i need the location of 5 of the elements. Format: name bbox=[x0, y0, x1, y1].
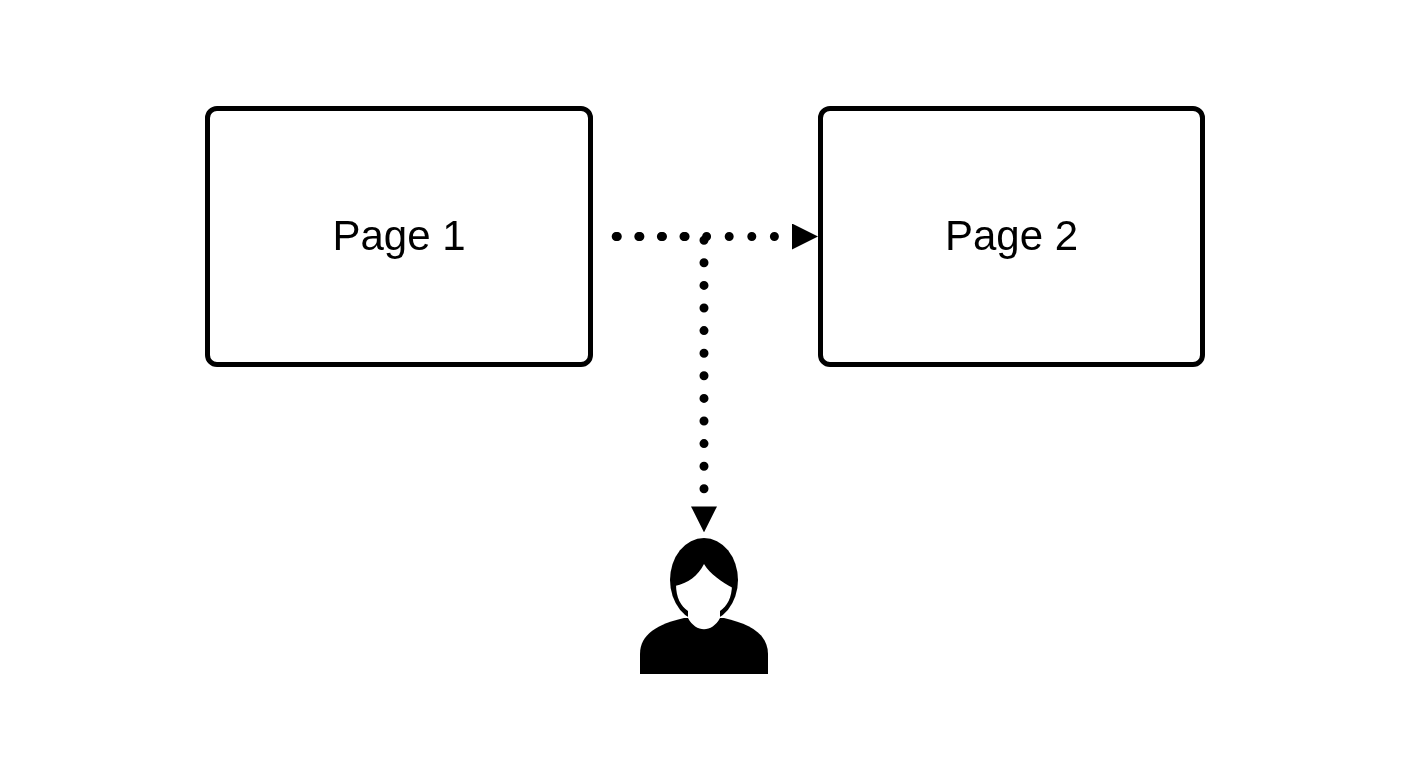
box-label: Page 2 bbox=[944, 211, 1079, 262]
page-box bbox=[205, 106, 593, 367]
box-label: Page 1 bbox=[332, 211, 466, 262]
person-icon bbox=[640, 538, 768, 675]
page-box bbox=[818, 106, 1205, 367]
